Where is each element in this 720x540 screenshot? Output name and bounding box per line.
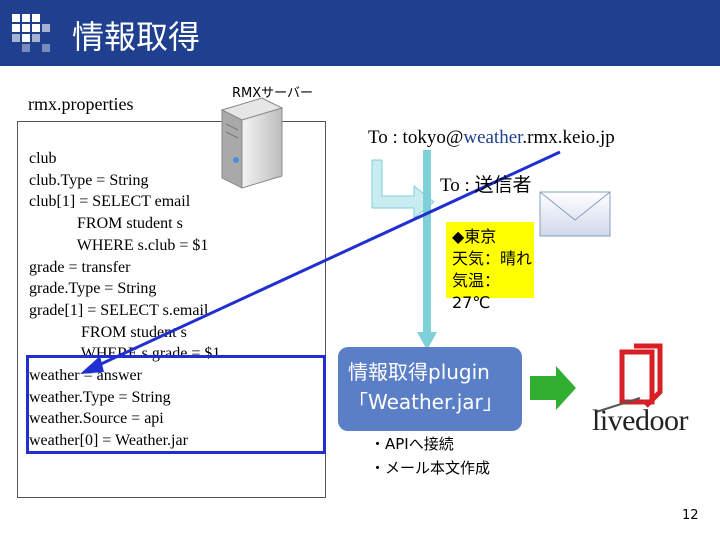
properties-filename: rmx.properties: [28, 94, 134, 114]
weather-config-highlight: [26, 355, 326, 454]
property-line: FROM student s: [29, 215, 183, 233]
property-line: grade = transfer: [29, 258, 131, 276]
weather-result-note: ◆東京 天気：晴れ 気温：27℃: [446, 222, 534, 312]
property-line: grade[1] = SELECT s.email: [29, 301, 209, 319]
property-line: WHERE s.club = $1: [29, 236, 209, 254]
weather-plugin-box: 情報取得plugin 「Weather.jar」: [338, 347, 522, 431]
task-item: ・APIへ接続: [370, 435, 454, 453]
property-line: weather.Source = api: [29, 410, 164, 428]
note-line: ◆東京: [452, 227, 497, 246]
green-arrow-icon: [530, 366, 576, 410]
livedoor-logo-icon: [595, 343, 663, 413]
plugin-title: 情報取得plugin: [348, 360, 490, 384]
note-line: 天気：晴れ: [452, 249, 533, 268]
weather-domain-part: weather: [463, 127, 523, 148]
to-sender: To : 送信者: [440, 175, 532, 196]
properties-panel: [17, 121, 326, 498]
property-line: club: [29, 150, 57, 167]
property-line: club.Type = String: [29, 171, 149, 189]
page-number: 12: [682, 508, 699, 523]
livedoor-brand: livedoor: [592, 404, 688, 437]
plugin-tasks: ・APIへ接続 ・メール本文作成: [370, 432, 490, 480]
header-bar: 情報取得: [0, 0, 720, 66]
server-icon: [220, 97, 284, 189]
property-line: FROM student s: [29, 323, 187, 341]
plugin-jar: 「Weather.jar」: [348, 390, 503, 414]
envelope-icon: [539, 191, 611, 237]
property-line: WHERE s.grade = $1: [80, 345, 221, 363]
page-title: 情報取得: [72, 18, 201, 56]
grid-logo-icon: [12, 14, 56, 54]
property-line: grade.Type = String: [29, 280, 157, 298]
to-address: To : tokyo@weather.rmx.keio.jp: [368, 127, 615, 148]
property-line: weather.Type = String: [29, 388, 171, 406]
property-line: club[1] = SELECT email: [29, 193, 191, 211]
properties-content: club club.Type = String club[1] = SELECT…: [29, 148, 220, 452]
weather-link-arrow: [80, 150, 561, 374]
note-line: 気温：27℃: [452, 271, 501, 312]
mail-flow-arrow: [371, 150, 437, 350]
property-line: weather[0] = Weather.jar: [29, 432, 188, 450]
server-label: RMXサーバー: [232, 86, 314, 101]
property-line: weather = answer: [29, 367, 142, 385]
task-item: ・メール本文作成: [370, 459, 491, 477]
